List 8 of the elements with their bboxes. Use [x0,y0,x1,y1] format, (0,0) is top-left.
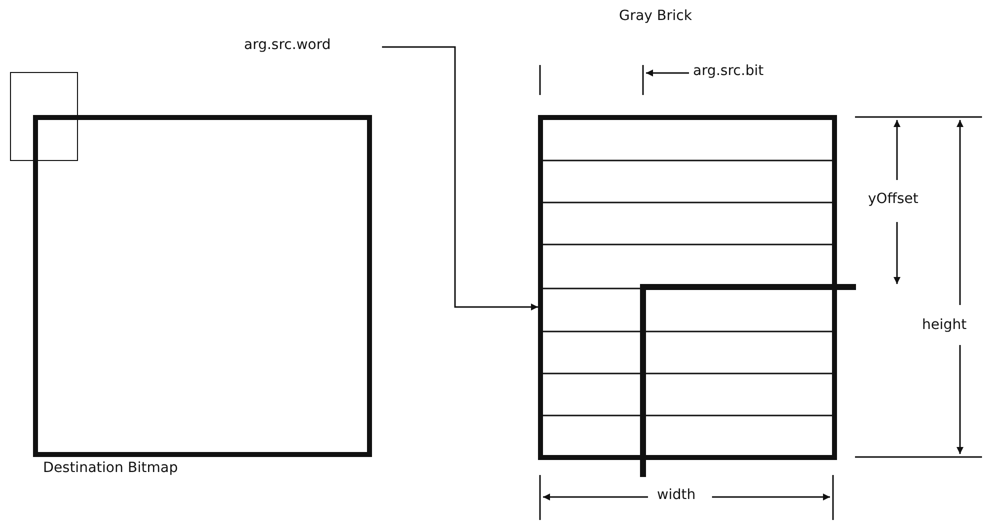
pointer-label: arg.src.word [244,37,331,53]
connector-arrow [382,46,538,310]
diagram-caption: Destination Bitmap [43,460,178,476]
connector-arrow [646,70,689,76]
brick-caption: Gray Brick [617,8,694,24]
dimension-label: height [920,317,969,333]
pointer-label: arg.src.bit [693,63,764,79]
dimension-label: yOffset [866,191,920,207]
